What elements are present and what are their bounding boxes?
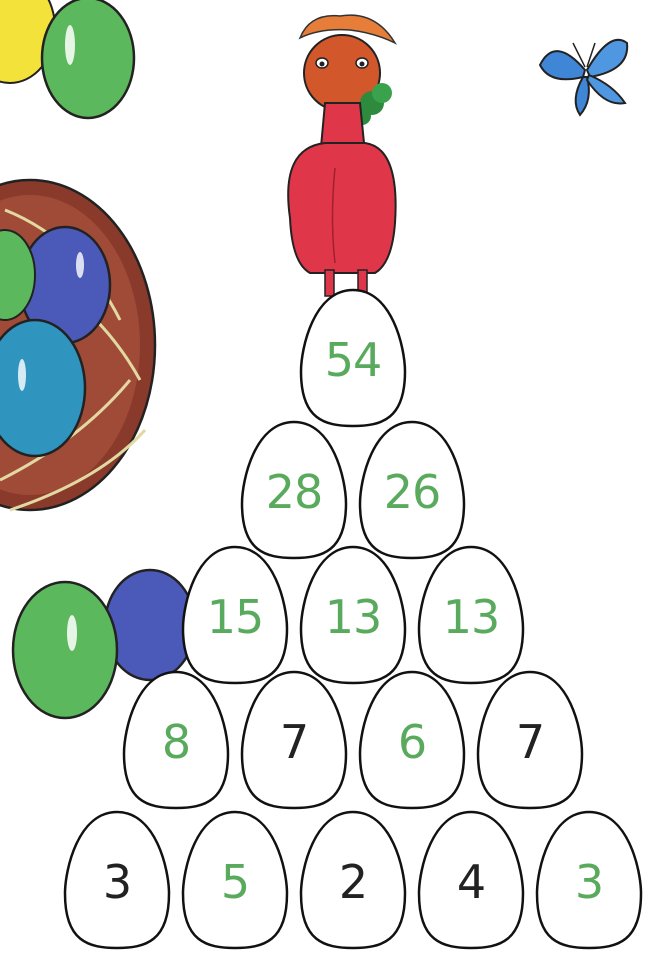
solved-number: 54 [325,333,382,387]
pyramid-egg: 26 [360,422,464,558]
solved-number: 15 [207,590,264,644]
solved-number: 5 [221,855,249,909]
pyramid-egg: 7 [242,672,346,808]
pyramid-egg: 54 [301,290,405,426]
given-number: 2 [339,855,367,909]
given-number: 7 [516,715,544,769]
pyramid-egg: 3 [65,812,169,948]
solved-number: 8 [162,715,190,769]
given-number: 7 [280,715,308,769]
pyramid-egg: 15 [183,547,287,683]
pyramid-egg: 6 [360,672,464,808]
given-number: 4 [457,855,485,909]
pyramid-egg: 13 [419,547,523,683]
solved-number: 6 [398,715,426,769]
solved-number: 28 [266,465,323,519]
solved-number: 13 [443,590,500,644]
solved-number: 3 [575,855,603,909]
pyramid-egg: 2 [301,812,405,948]
solved-number: 13 [325,590,382,644]
pyramid-egg: 7 [478,672,582,808]
pyramid-egg: 4 [419,812,523,948]
pyramid-egg: 13 [301,547,405,683]
pyramid-egg: 28 [242,422,346,558]
given-number: 3 [103,855,131,909]
pyramid-egg: 8 [124,672,228,808]
pyramid-egg: 3 [537,812,641,948]
solved-number: 26 [384,465,441,519]
pyramid-egg: 5 [183,812,287,948]
